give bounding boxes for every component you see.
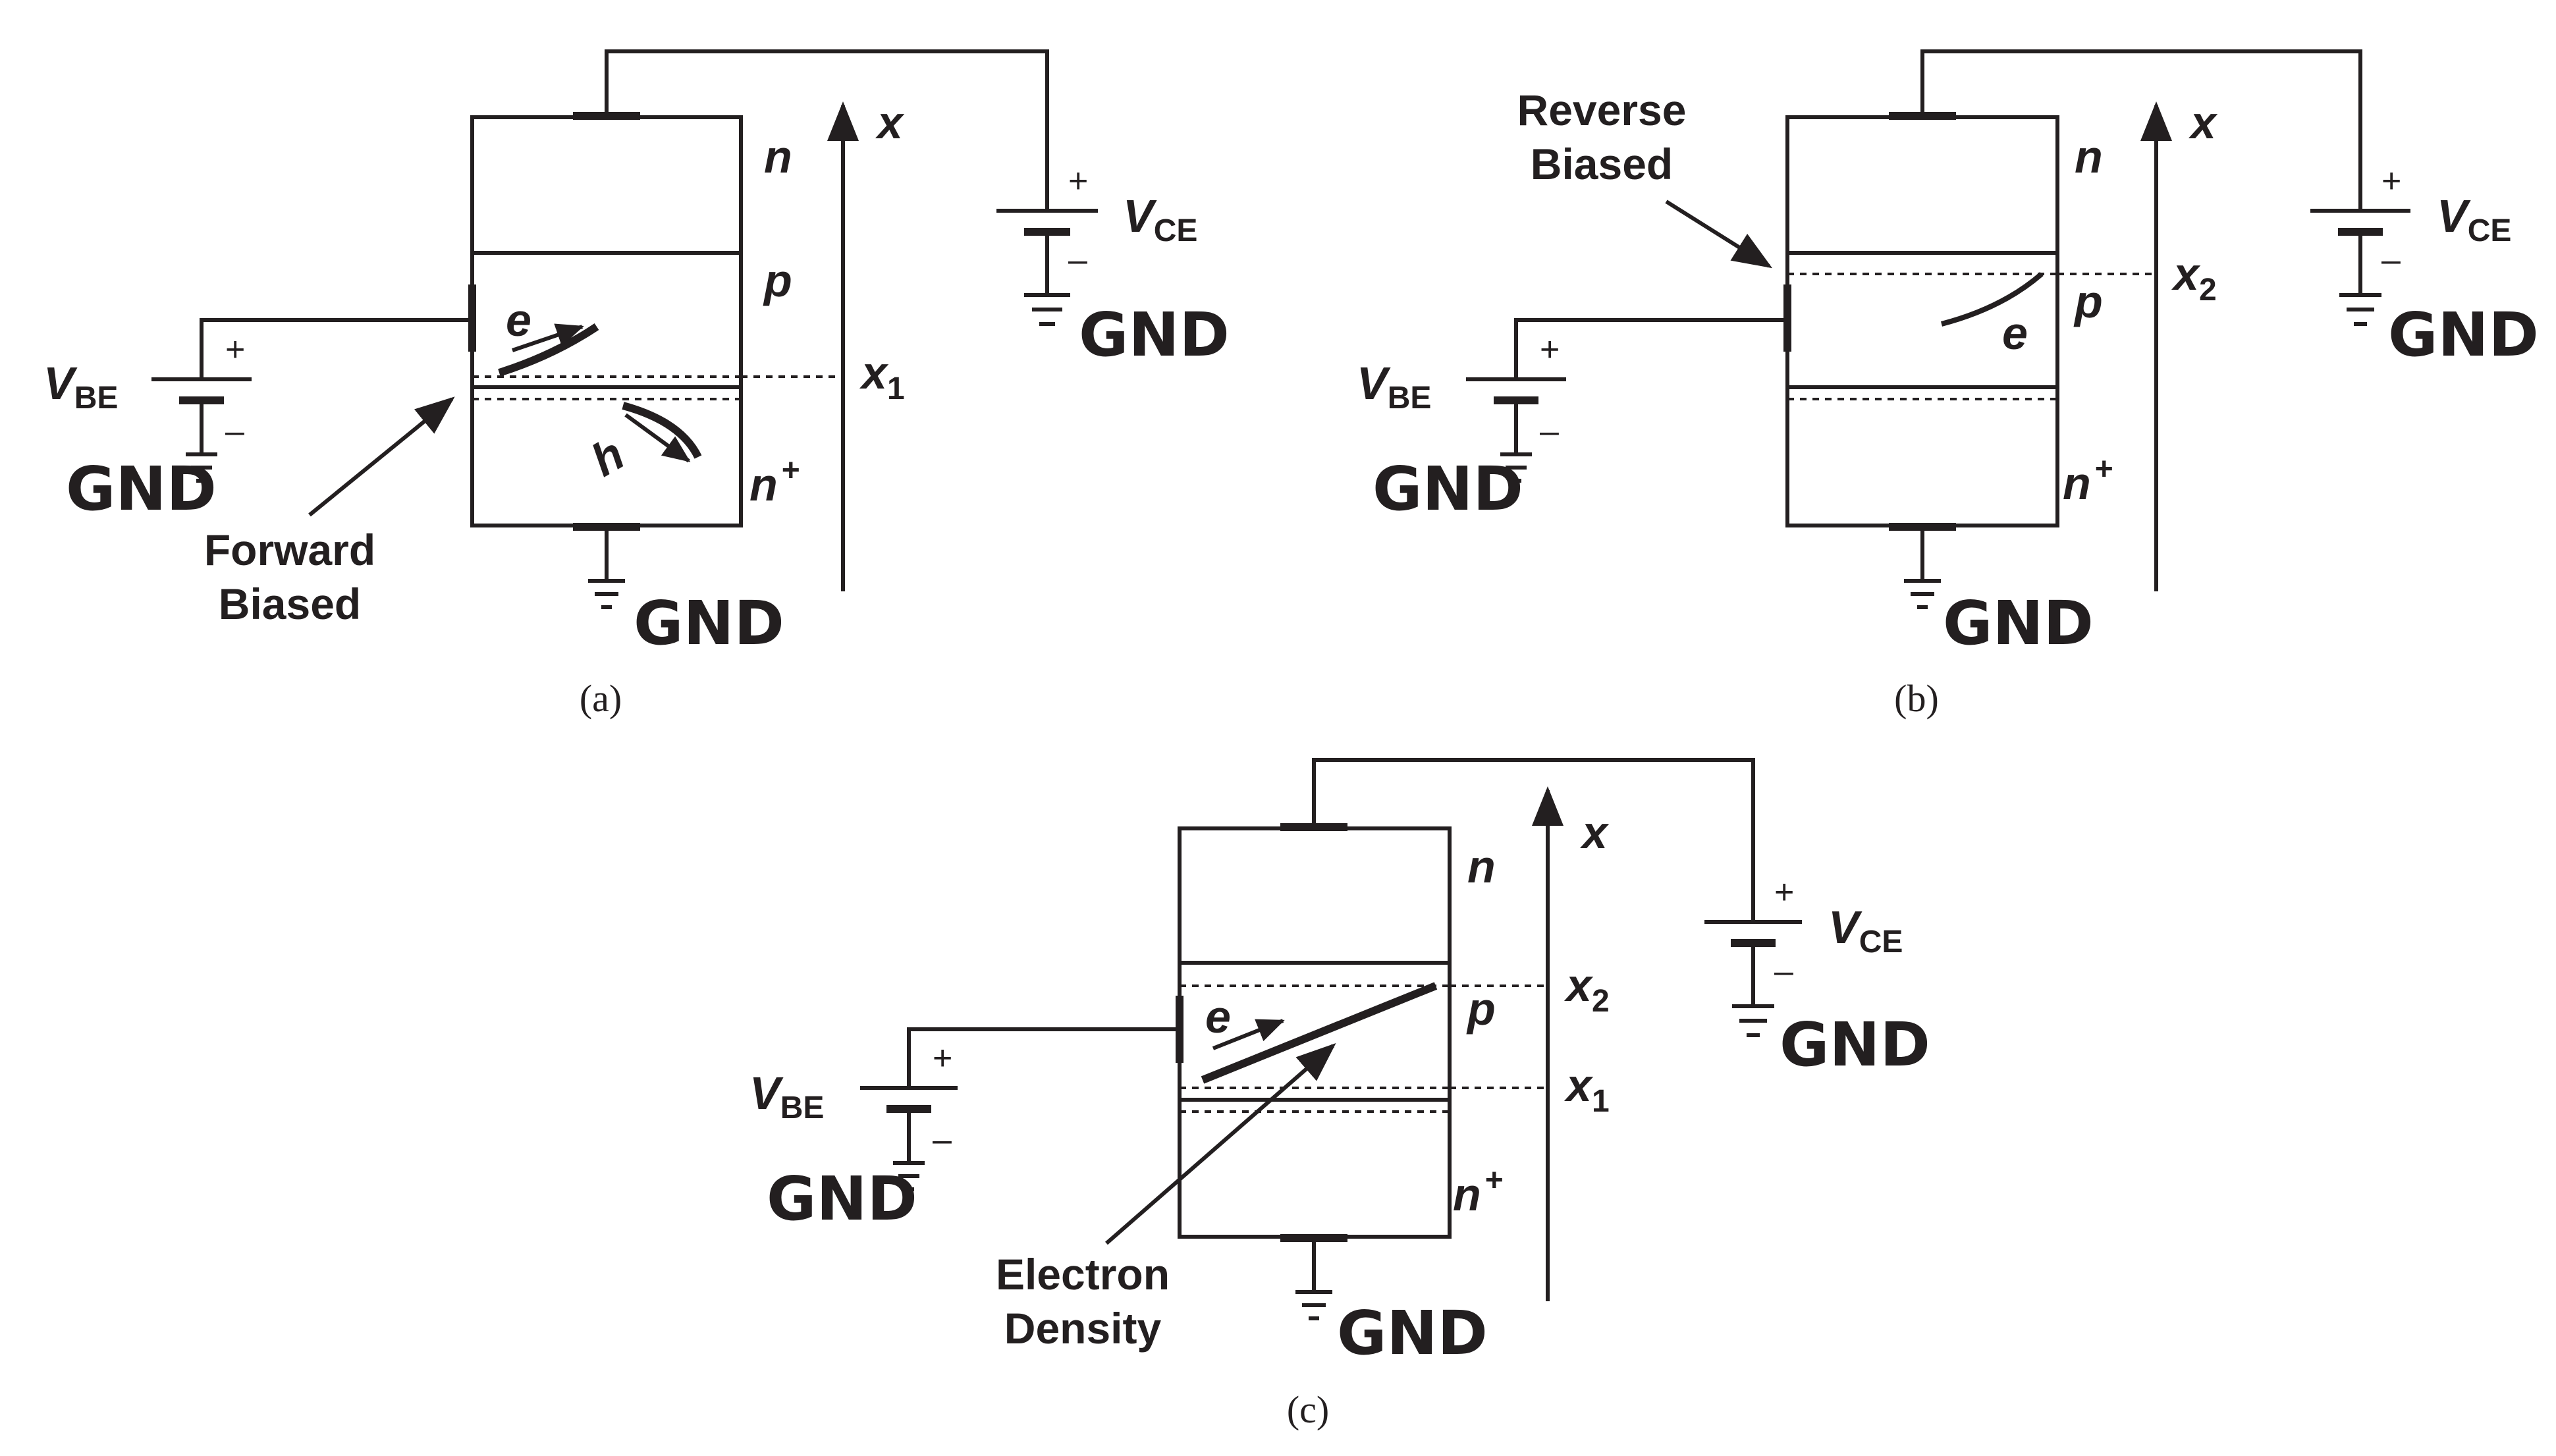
vce-minus-sign: –: [1774, 952, 1793, 990]
collector-wire: [1312, 758, 1755, 922]
electron-density-label-line2: Density: [1004, 1304, 1162, 1353]
vbe-plus-sign: +: [1540, 331, 1560, 369]
x1-label: x1: [859, 347, 905, 406]
vbe-label: VBE: [1357, 358, 1431, 416]
vce-minus-sign: –: [2381, 241, 2401, 279]
region-n-label: n: [1467, 841, 1496, 892]
vce-plus-sign: +: [1068, 162, 1088, 200]
vce-ground-icon: [2339, 293, 2381, 326]
emitter-gnd-label: GND: [1943, 588, 2094, 659]
region-p-label: p: [2073, 276, 2103, 327]
hole-label: h: [583, 427, 633, 486]
x1-label: x1: [1564, 1060, 1610, 1119]
electron-flow-arrow: [1212, 1019, 1285, 1050]
emitter-gnd-label: GND: [634, 588, 784, 659]
vce-plus-sign: +: [2381, 162, 2401, 200]
vbe-minus-sign: –: [1540, 412, 1559, 450]
electron-flow-curve: [498, 323, 599, 377]
vce-label: VCE: [1123, 190, 1197, 248]
reverse-biased-pointer: [1665, 200, 1773, 269]
hole-flow-curve: [622, 402, 702, 459]
reverse-biased-label-line2: Biased: [1531, 140, 1673, 188]
electron-label: e: [1205, 991, 1231, 1042]
electron-label: e: [2002, 308, 2028, 359]
x2-label: x2: [1564, 959, 1610, 1019]
vbe-minus-sign: –: [933, 1121, 952, 1159]
panel-b-caption: (b): [1894, 677, 1939, 720]
vce-gnd-label: GND: [1079, 300, 1230, 370]
base-wire: [200, 318, 472, 379]
x-axis-label: x: [1579, 807, 1610, 858]
emitter-gnd-label: GND: [1337, 1298, 1488, 1368]
vbe-plus-sign: +: [225, 331, 245, 369]
vce-label: VCE: [2437, 190, 2511, 248]
electron-density-curve: [1940, 271, 2044, 327]
electron-density-label-line1: Electron: [996, 1250, 1170, 1299]
region-p-label: p: [1466, 983, 1496, 1035]
vbe-plus-sign: +: [933, 1039, 952, 1077]
x2-label: x2: [2171, 248, 2217, 308]
region-nplus-label: n+: [749, 453, 800, 510]
vbe-ground-icon: [893, 1161, 925, 1191]
electron-flow-arrow: [512, 323, 584, 352]
emitter-ground-icon: [1295, 1290, 1332, 1320]
forward-biased-pointer: [308, 396, 455, 517]
forward-biased-label-line2: Biased: [219, 580, 361, 628]
vce-gnd-label: GND: [2388, 300, 2539, 370]
vbe-gnd-label: GND: [66, 454, 217, 524]
collector-wire: [1920, 49, 2362, 211]
emitter-ground-icon: [1904, 579, 1941, 609]
vbe-minus-sign: –: [225, 412, 244, 450]
panel-a-caption: (a): [580, 677, 622, 720]
vbe-label: VBE: [749, 1067, 824, 1125]
vce-label: VCE: [1828, 902, 1903, 959]
base-wire: [1514, 318, 1787, 379]
panel-a: + – VCE GND GND + – VBE GND n p n+: [43, 49, 1230, 720]
electron-density-pointer: [1105, 1043, 1336, 1245]
vce-minus-sign: –: [1068, 241, 1087, 279]
region-n-label: n: [764, 131, 792, 182]
panel-c-caption: (c): [1287, 1388, 1329, 1431]
panel-c: + – VCE GND GND + – VBE GND n p n+ x x2: [749, 758, 1930, 1431]
reverse-biased-label-line1: Reverse: [1517, 86, 1687, 134]
collector-wire: [605, 49, 1049, 211]
base-wire: [907, 1027, 1180, 1088]
region-nplus-label: n+: [1453, 1163, 1504, 1220]
x-axis-label: x: [2188, 97, 2218, 148]
forward-biased-label-line1: Forward: [204, 526, 375, 574]
vce-gnd-label: GND: [1780, 1010, 1930, 1080]
hole-flow-arrow: [624, 413, 691, 463]
panel-b: + – VCE GND GND + – VBE GND n p n+ x x2: [1357, 49, 2539, 720]
vce-plus-sign: +: [1774, 873, 1794, 911]
x-axis-label: x: [875, 97, 905, 148]
region-p-label: p: [763, 255, 792, 306]
vbe-gnd-label: GND: [767, 1164, 917, 1234]
vbe-ground-icon: [1500, 452, 1532, 483]
vce-ground-icon: [1024, 293, 1070, 326]
vbe-gnd-label: GND: [1373, 454, 1523, 524]
vce-ground-icon: [1732, 1004, 1774, 1037]
region-n-label: n: [2075, 131, 2103, 182]
electron-density-line: [1201, 982, 1438, 1084]
emitter-ground-icon: [588, 579, 625, 609]
electron-label: e: [506, 294, 531, 346]
vbe-label: VBE: [43, 358, 118, 416]
vbe-ground-icon: [186, 452, 217, 483]
region-nplus-label: n+: [2063, 452, 2113, 509]
